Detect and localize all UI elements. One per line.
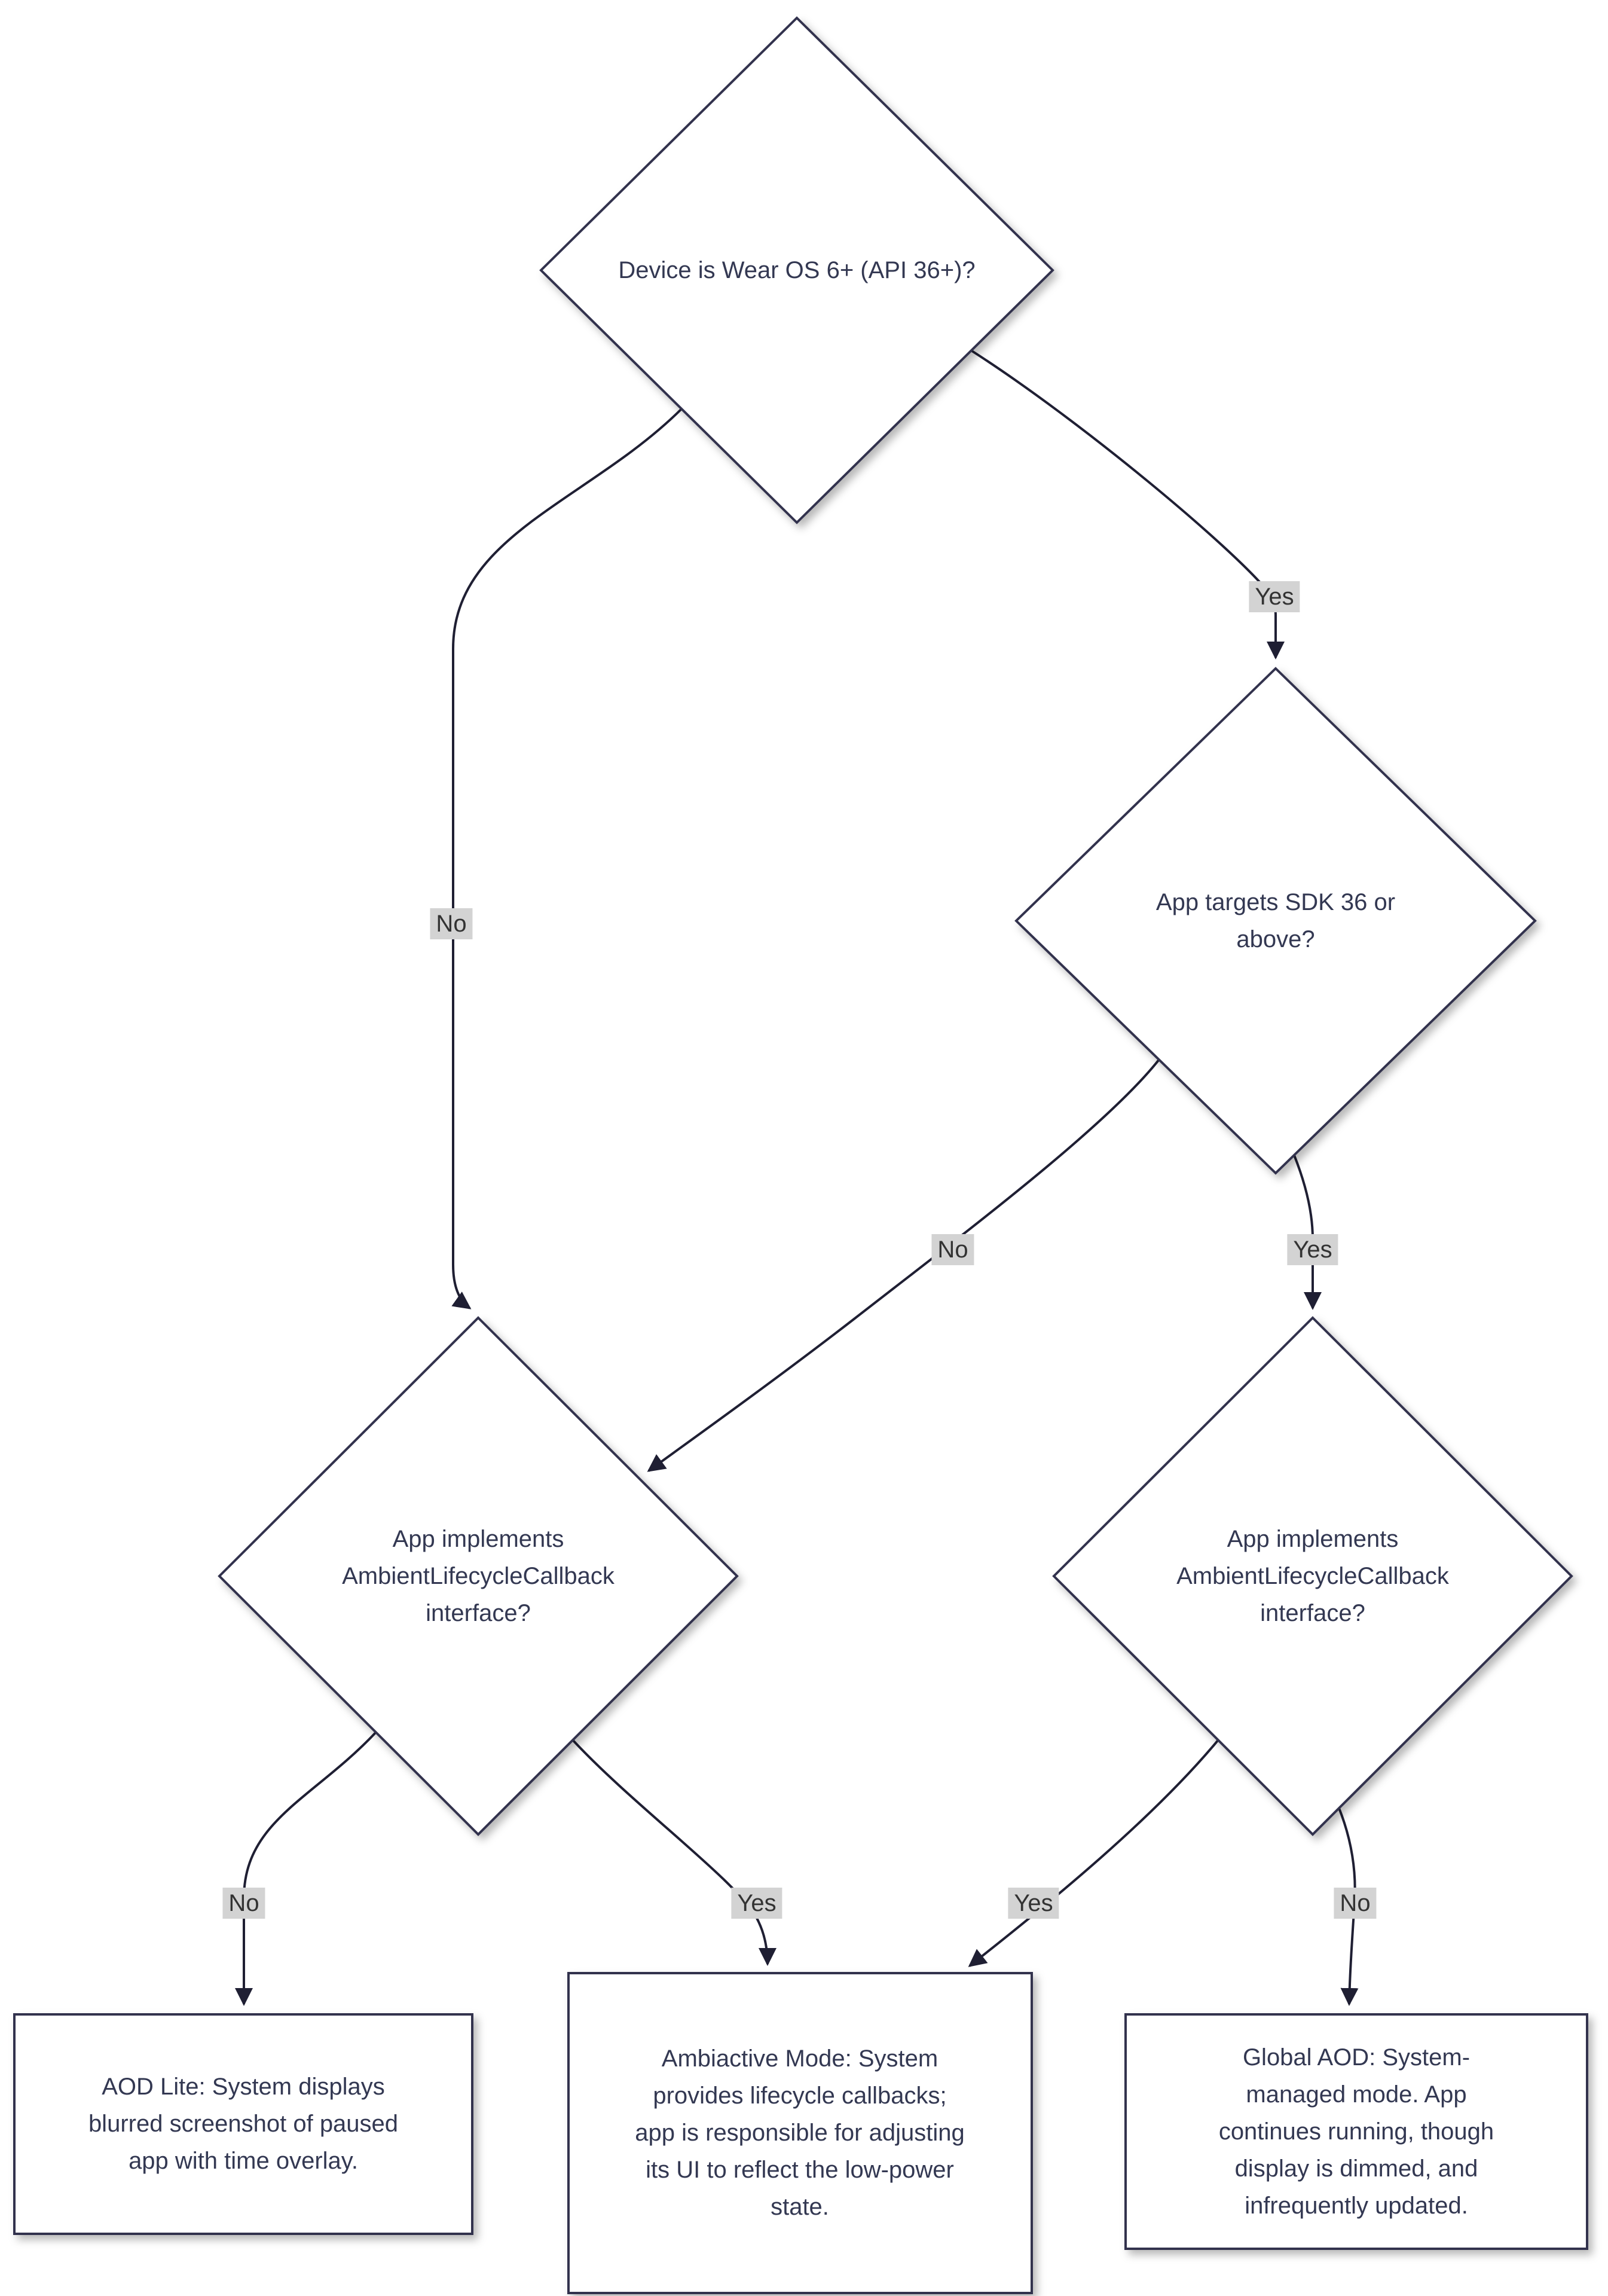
- edge-label-device-yes: Yes: [1249, 581, 1300, 612]
- edge-ambient-left-yes-ambiactive: [571, 1739, 777, 1966]
- result-global-aod-shape: [1124, 2013, 1588, 2250]
- result-ambiactive-shape: [567, 1972, 1033, 2294]
- edge-label-ambient-left-no: No: [222, 1888, 265, 1919]
- edge-label-sdk-yes: Yes: [1287, 1234, 1338, 1265]
- edge-label-ambient-right-no: No: [1334, 1888, 1377, 1919]
- edge-sdk-no-ambient-left: [647, 1058, 1160, 1472]
- decision-ambient-left-shape: [218, 1316, 739, 1836]
- decision-ambient-left-label: App implements AmbientLifecycleCallback …: [342, 1526, 615, 1626]
- result-global-aod-label: Global AOD: System-managed mode. App con…: [1218, 2044, 1494, 2219]
- decision-sdk-label: App targets SDK 36 or above?: [1155, 889, 1396, 952]
- decision-device-label: Device is Wear OS 6+ (API 36+)?: [618, 257, 976, 283]
- decision-device-shape: [539, 16, 1054, 524]
- result-aod-lite-shape: [13, 2013, 473, 2235]
- edge-label-sdk-no: No: [931, 1234, 974, 1265]
- result-aod-lite-label: AOD Lite: System displays blurred screen…: [88, 2074, 399, 2174]
- edge-label-device-no: No: [430, 908, 473, 939]
- edge-sdk-yes-ambient-right: [1293, 1155, 1322, 1310]
- decision-sdk-shape: [1014, 667, 1537, 1175]
- decision-ambient-right-shape: [1052, 1316, 1573, 1836]
- edge-device-no-ambient-left: [451, 408, 683, 1309]
- result-ambiactive-label: Ambiactive Mode: System provides lifecyc…: [635, 2045, 965, 2220]
- edge-label-ambient-left-yes: Yes: [731, 1888, 782, 1919]
- edge-ambient-right-yes-ambiactive: [968, 1739, 1219, 1967]
- edge-ambient-left-no-aod-lite: [235, 1731, 377, 2006]
- decision-ambient-right-label: App implements AmbientLifecycleCallback …: [1176, 1526, 1449, 1626]
- edge-label-ambient-right-yes: Yes: [1008, 1888, 1059, 1919]
- edge-device-yes-sdk: [971, 350, 1285, 660]
